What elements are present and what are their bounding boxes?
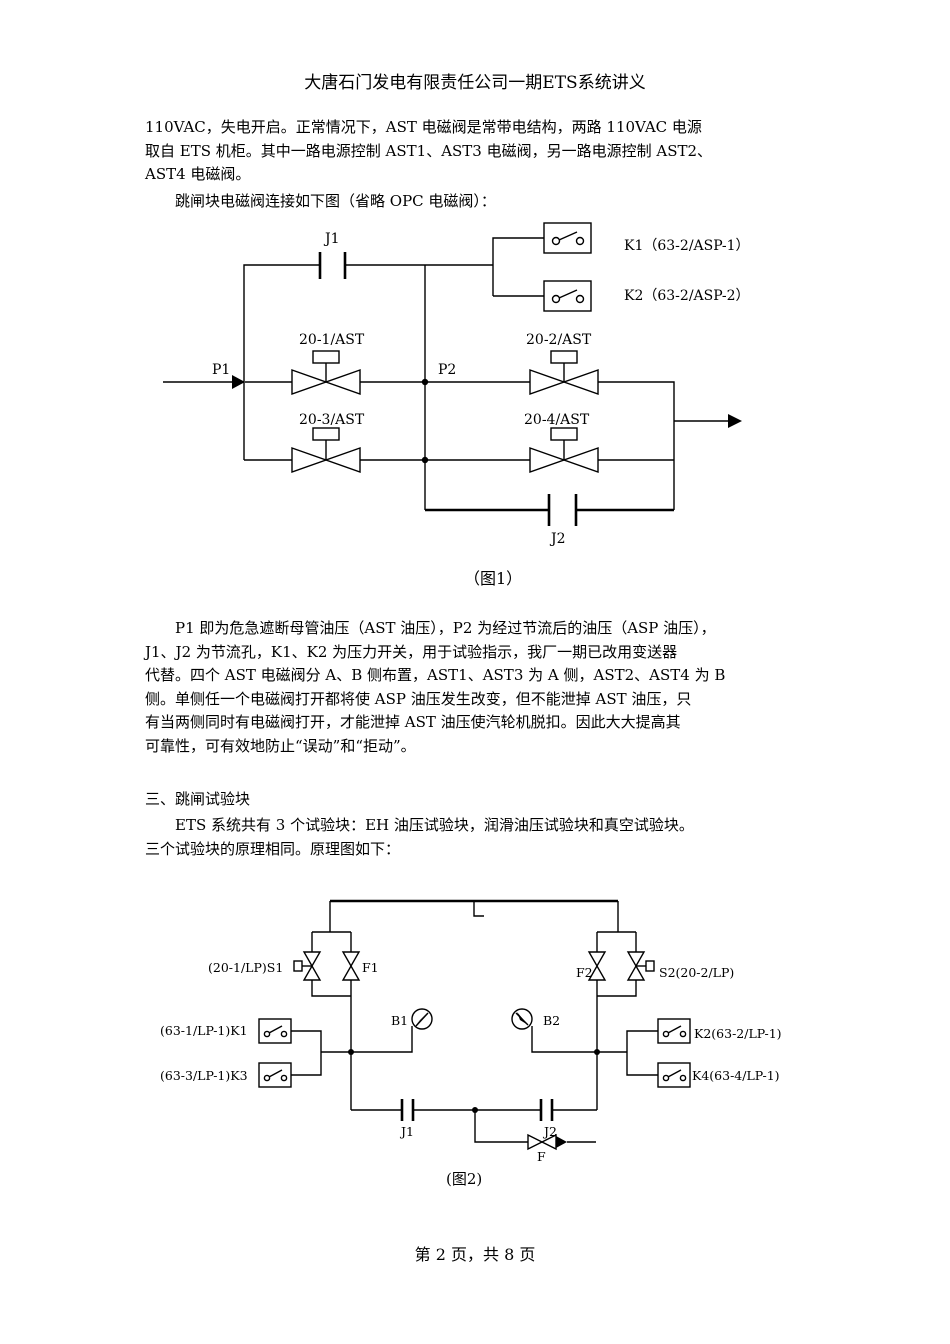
j1-label: J1 — [399, 1124, 414, 1139]
j2-label: J2 — [542, 1124, 557, 1139]
valve-20-3-ast-icon — [291, 427, 361, 473]
k3-label: (63-3/LP-1)K3 — [160, 1068, 248, 1083]
s2-label: S2(20-2/LP) — [659, 965, 734, 980]
b1-label: B1 — [391, 1013, 408, 1028]
text-line: ETS 系统共有 3 个试验块：EH 油压试验块，润滑油压试验块和真空试验块。 — [175, 816, 694, 834]
paragraph-figure1-intro: 跳闸块电磁阀连接如下图（省略 OPC 电磁阀）： — [175, 192, 496, 210]
f1-valve-icon — [341, 951, 361, 981]
p1-label: P1 — [212, 362, 230, 378]
outlet-arrow-icon — [728, 414, 742, 428]
b2-label: B2 — [543, 1013, 560, 1028]
k4-label: K4(63-4/LP-1) — [692, 1068, 780, 1083]
f1-label: F1 — [362, 960, 379, 975]
s1-label: (20-1/LP)S1 — [208, 960, 283, 975]
k1-label: (63-1/LP-1)K1 — [160, 1023, 248, 1038]
k1-pressure-switch-icon — [258, 1018, 292, 1044]
k3-pressure-switch-icon — [258, 1062, 292, 1088]
text-line: 有当两侧同时有电磁阀打开，才能泄掉 AST 油压使汽轮机脱扣。因此大大提高其 — [145, 713, 681, 731]
p2-label: P2 — [438, 362, 456, 378]
k2-label: K2（63-2/ASP-2） — [624, 288, 750, 304]
k4-pressure-switch-icon — [657, 1062, 691, 1088]
k2-pressure-switch-icon — [543, 280, 592, 312]
valve-20-4-ast-icon — [529, 427, 599, 473]
v4-label: 20-4/AST — [524, 412, 590, 428]
j1-line-left — [243, 264, 320, 460]
text-line: AST4 电磁阀。 — [145, 165, 251, 183]
b1-pressure-gauge-icon — [411, 1008, 433, 1030]
paragraph-test-blocks: ETS 系统共有 3 个试验块：EH 油压试验块，润滑油压试验块和真空试验块。 … — [145, 814, 810, 861]
text-line: 可靠性，可有效地防止“误动”和“拒动”。 — [145, 736, 416, 755]
valve-20-1-ast-icon — [291, 350, 361, 395]
text-line: 110VAC，失电开启。正常情况下，AST 电磁阀是常带电结构，两路 110VA… — [145, 118, 702, 136]
text-line: 三个试验块的原理相同。原理图如下： — [145, 839, 401, 858]
k2-label: K2(63-2/LP-1) — [694, 1026, 782, 1041]
f-valve-icon — [527, 1133, 567, 1151]
j1-label: J1 — [323, 231, 340, 247]
text-line: 取自 ETS 机柜。其中一路电源控制 AST1、AST3 电磁阀，另一路电源控制… — [145, 141, 713, 160]
inlet-arrow-icon — [232, 375, 245, 389]
j2-label: J2 — [549, 531, 566, 547]
b2-pressure-gauge-icon — [511, 1008, 533, 1030]
text-line: 代替。四个 AST 电磁阀分 A、B 侧布置，AST1、AST3 为 A 侧，A… — [145, 666, 726, 684]
k1-pressure-switch-icon — [543, 222, 592, 254]
text-line: 侧。单侧任一个电磁阀打开都将使 ASP 油压发生改变，但不能泄掉 AST 油压，… — [145, 689, 692, 708]
page-header: 大唐石门发电有限责任公司一期ETS系统讲义 — [304, 73, 646, 93]
s2-valve-icon — [626, 951, 655, 981]
tank-mark — [473, 901, 484, 917]
v3-label: 20-3/AST — [299, 412, 365, 428]
k1-label: K1（63-2/ASP-1） — [624, 238, 750, 254]
f-label: F — [537, 1149, 546, 1164]
figure1-caption: （图1） — [464, 569, 523, 588]
valve-20-2-ast-icon — [529, 350, 599, 395]
paragraph-figure1-explanation: P1 即为危急遮断母管油压（AST 油压），P2 为经过节流后的油压（ASP 油… — [145, 617, 810, 758]
figure1-diagram: J1 K1（63-2/ASP-1） K2（63-2/ASP-2） P1 P2 2… — [163, 222, 750, 547]
text-line: P1 即为危急遮断母管油压（AST 油压），P2 为经过节流后的油压（ASP 油… — [175, 619, 716, 637]
paragraph-power-supply: 110VAC，失电开启。正常情况下，AST 电磁阀是常带电结构，两路 110VA… — [145, 116, 810, 187]
figure2-caption: (图2) — [446, 1170, 483, 1188]
v2-label: 20-2/AST — [526, 332, 592, 348]
text-line: J1、J2 为节流孔，K1、K2 为压力开关，用于试验指示，我厂一期已改用变送器 — [145, 642, 678, 661]
section-heading: 三、跳闸试验块 — [145, 790, 251, 808]
v1-label: 20-1/AST — [299, 332, 365, 348]
k2-pressure-switch-icon — [657, 1018, 691, 1044]
page-footer: 第 2 页，共 8 页 — [414, 1245, 536, 1264]
k1-branch — [492, 237, 544, 296]
f2-label: F2 — [576, 965, 593, 980]
figure2-diagram: (20-1/LP)S1 F1 F2 S2(20-2/LP) (63-1/LP-1… — [160, 899, 782, 1164]
s1-valve-icon — [293, 951, 322, 981]
